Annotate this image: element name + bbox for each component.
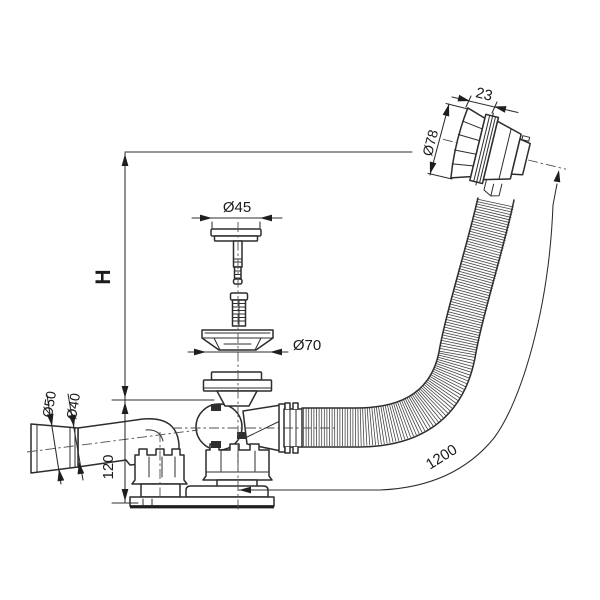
ball-pivot-detail: [237, 432, 246, 439]
waste-assembly: [185, 371, 303, 498]
label-plug-diameter: Ø45: [223, 199, 251, 216]
arrowhead: [553, 169, 563, 183]
arrowhead: [426, 161, 437, 175]
overflow-cap: [450, 107, 486, 179]
hose-corrugation: [303, 198, 514, 447]
arrowhead: [194, 348, 206, 356]
dim-line-sleeve-diameter: [46, 394, 62, 485]
hose-union-nut-teeth-bottom: [284, 446, 299, 454]
dim-ext-cap-diameter: [427, 102, 469, 180]
waste-outlet-inner-line: [244, 420, 281, 439]
waste-flange-lines: [201, 332, 274, 351]
plug-screw-head: [229, 292, 249, 301]
overflow-head: [450, 107, 531, 197]
hose-outer-edge: [301, 199, 515, 448]
trap-base-feet-marks: [142, 498, 153, 506]
waste-union-nut-lines: [206, 450, 269, 473]
centerlines: [26, 138, 567, 512]
overflow-hose-steps: [483, 179, 503, 197]
plug-exploded-parts: [201, 228, 274, 351]
ball-clamp-lower: [211, 441, 221, 448]
dim-line-hose-length: [238, 183, 558, 491]
overflow-body-barrel: [482, 120, 522, 181]
dimension-labels: Ø45 Ø70 23 Ø78 H 120 Ø50 Ø40 1200: [39, 84, 494, 479]
waste-top-flange-lower: [202, 379, 273, 392]
arrowhead: [121, 386, 129, 398]
dim-ext-plug-diameter: [211, 221, 261, 229]
trap-base-right: [185, 485, 269, 498]
trap-base: [129, 496, 275, 509]
waste-top-flange-upper: [210, 371, 263, 381]
plug-screw-thread-lines: [232, 299, 246, 327]
overflow-axis-right: [527, 159, 567, 170]
dim-ext-cap-depth: [465, 95, 498, 114]
dimensions: [46, 94, 563, 504]
overflow-axis-left: [442, 138, 460, 144]
arrowhead: [121, 402, 129, 414]
arrowhead: [260, 214, 272, 222]
arrowhead: [493, 103, 507, 113]
outlet-union-nut: [131, 448, 188, 485]
outlet-elbow-inner-arc: [145, 429, 164, 442]
label-sleeve-diameter: Ø50: [39, 390, 59, 419]
label-hose-length: 1200: [423, 441, 460, 473]
hose-union-nut-teeth-top: [284, 402, 299, 410]
label-installation-height: H: [92, 269, 115, 284]
label-cap-diameter: Ø78: [419, 128, 441, 158]
arrowhead: [200, 214, 212, 222]
hose-inner-edge: [301, 197, 479, 409]
outlet-pipe-centerline: [26, 429, 199, 453]
arrowhead: [121, 489, 129, 501]
label-cap-depth: 23: [474, 84, 494, 104]
trap-base-left: [140, 483, 181, 498]
outlet-assembly: [30, 418, 188, 498]
plug-cap: [210, 228, 262, 237]
label-waste-height: 120: [100, 454, 117, 479]
outlet-union-nut-ribs: [148, 456, 176, 478]
flexible-corrugated-hose: [301, 197, 515, 448]
overflow-body-lines: [498, 128, 512, 180]
label-flange-diameter: Ø70: [293, 337, 321, 354]
overflow-cap-facets: [451, 120, 483, 167]
ball-clamp-upper: [211, 404, 221, 411]
overflow-barb: [521, 135, 531, 142]
label-pipe-diameter: Ø40: [63, 392, 83, 421]
arrowhead: [270, 348, 282, 356]
arrowhead: [121, 154, 129, 166]
overflow-seal-plate-lines: [473, 112, 496, 186]
overflow-spigot: [510, 138, 531, 176]
waste-funnel: [216, 390, 258, 407]
